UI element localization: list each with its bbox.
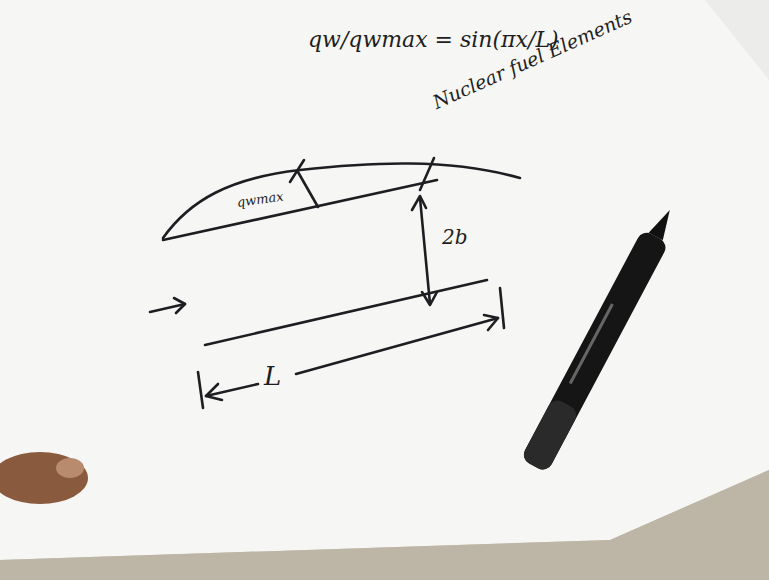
dimension-bar [500, 288, 504, 328]
fingernail [56, 458, 84, 478]
paper-sheet [0, 0, 769, 560]
arrowhead [174, 298, 185, 313]
dimension-bar [198, 372, 203, 408]
formula-label: qw/qwmax = sin(πx/L) [308, 28, 559, 52]
pen [520, 203, 683, 473]
leader-line [290, 160, 304, 182]
arrowhead [422, 292, 437, 305]
upper-plate [163, 180, 437, 240]
table-edge [0, 470, 769, 580]
lower-plate [205, 280, 487, 345]
dimension-line [296, 318, 498, 374]
finger [0, 452, 88, 504]
leader-line [420, 158, 434, 190]
arrowhead [484, 315, 498, 330]
gap-dimension [420, 198, 430, 304]
gap-label: 2b [442, 226, 468, 248]
length-label: L [264, 362, 281, 391]
qwmax-line [298, 172, 318, 207]
arrowhead [206, 384, 222, 400]
arrowhead [412, 196, 426, 210]
